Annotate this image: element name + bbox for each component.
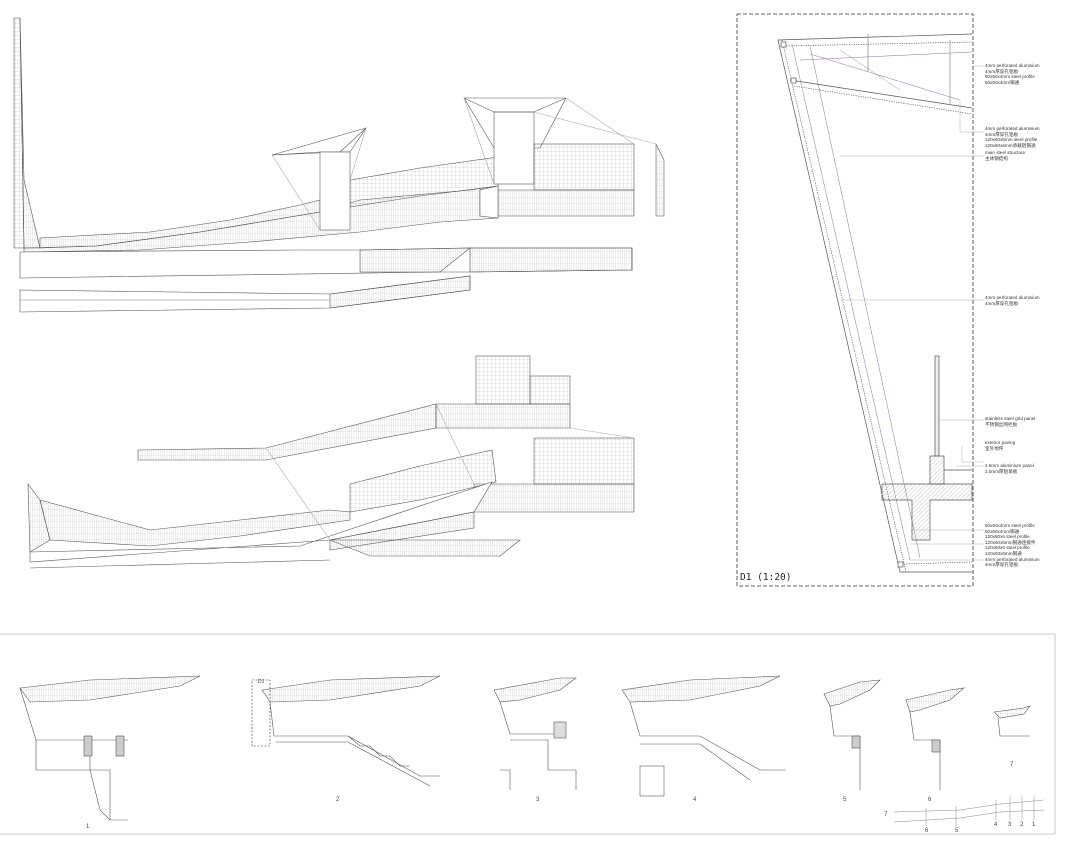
key-plan-number-2: 2 (1020, 822, 1024, 828)
section-number-2: 2 (336, 797, 340, 803)
section-number-6: 6 (928, 797, 932, 803)
section-number-7: 7 (1010, 762, 1014, 768)
key-plan-number-3: 3 (1008, 822, 1012, 828)
section-3 (493, 677, 577, 790)
detail-title: D1 (1:20) (740, 572, 792, 583)
section-4 (621, 675, 786, 797)
section-number-3: 3 (536, 797, 540, 803)
key-plan-number-1: 1 (1032, 822, 1036, 828)
section-number-5: 5 (843, 797, 847, 803)
elevation-bottom (27, 355, 635, 569)
section-number-1: 1 (86, 824, 90, 830)
sections-strip (0, 633, 1056, 835)
section-5 (823, 679, 881, 790)
section-number-4: 4 (693, 797, 697, 803)
key-plan-number-4: 4 (994, 822, 998, 828)
section-6 (905, 687, 965, 790)
key-plan-number-6: 6 (925, 828, 929, 834)
section-d1-tag: D1 (258, 679, 265, 685)
key-plan-number-5: 5 (955, 828, 959, 834)
section-1 (19, 675, 201, 821)
elevation-top (13, 17, 665, 313)
key-plan (893, 796, 1045, 826)
section-7 (993, 705, 1031, 737)
key-plan-number-7: 7 (884, 812, 888, 818)
detail-d1 (736, 13, 984, 587)
section-2 (251, 675, 441, 787)
